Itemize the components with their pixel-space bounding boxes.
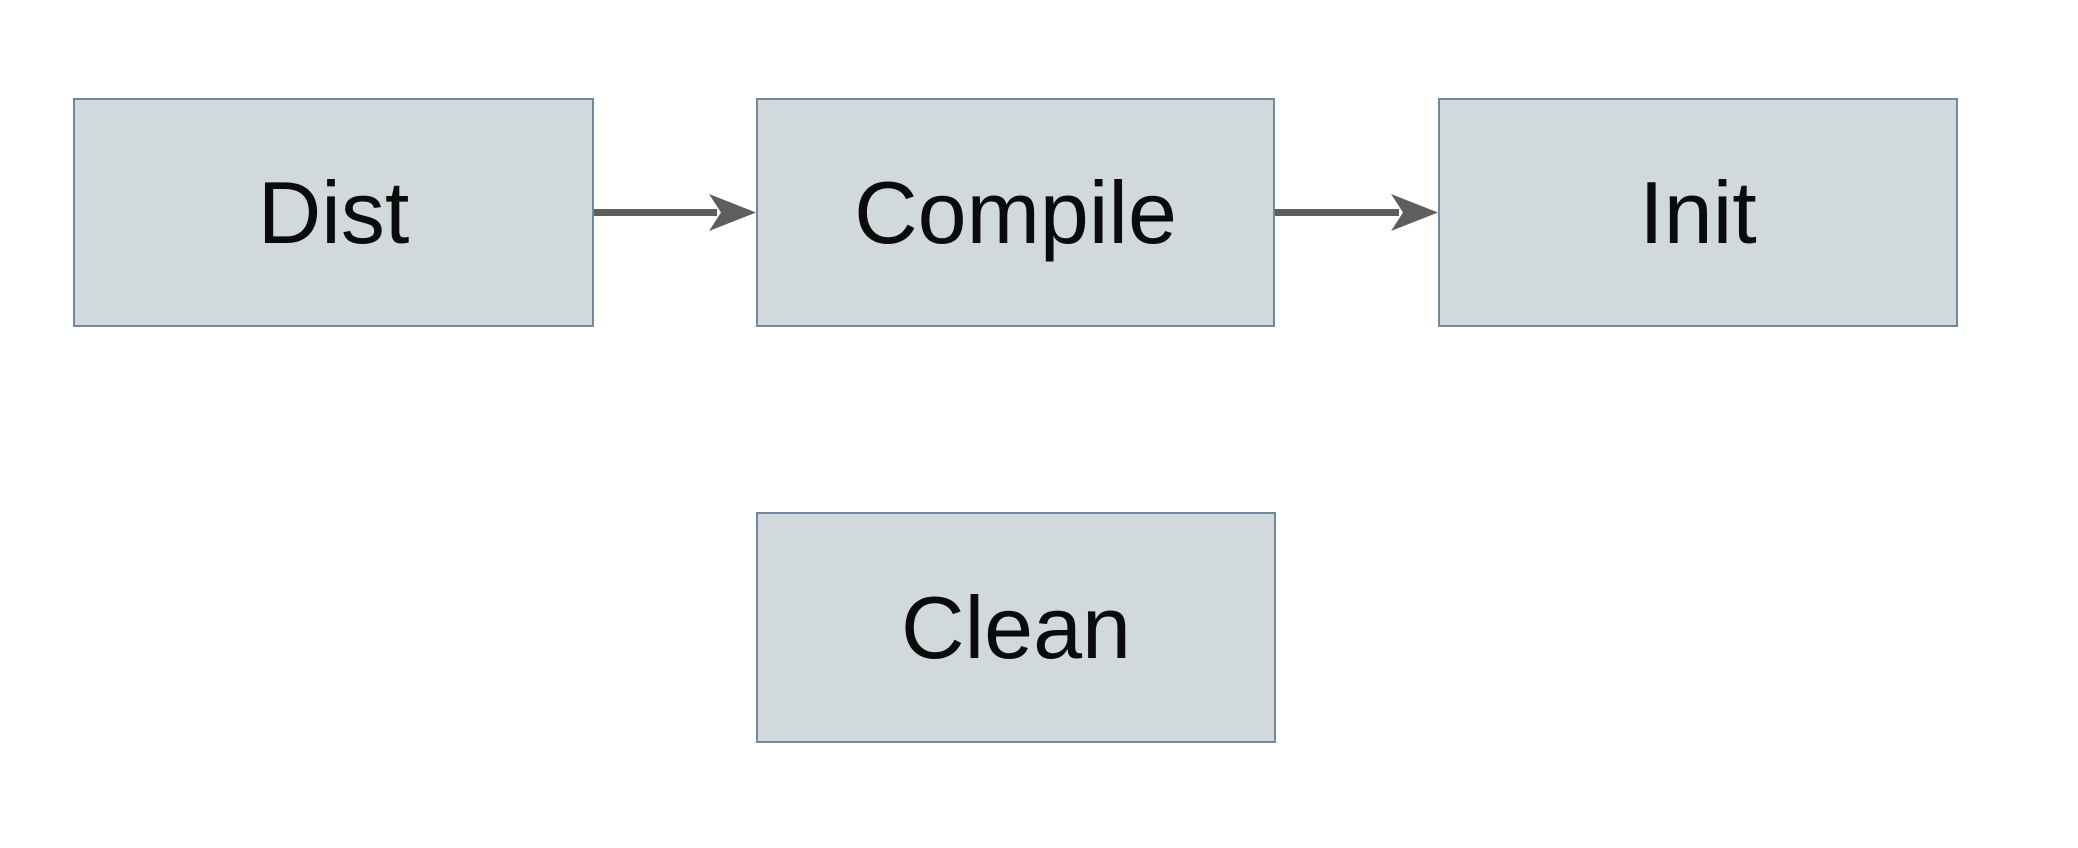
arrow-compile-to-init[interactable]	[1275, 194, 1438, 231]
node-compile-label: Compile	[854, 162, 1177, 262]
node-compile[interactable]: Compile	[756, 98, 1275, 327]
node-dist-label: Dist	[257, 162, 410, 262]
node-init[interactable]: Init	[1438, 98, 1958, 327]
node-clean[interactable]: Clean	[756, 512, 1276, 743]
arrowhead-icon	[709, 194, 756, 231]
arrow-dist-to-compile[interactable]	[594, 194, 756, 231]
node-dist[interactable]: Dist	[73, 98, 594, 327]
node-clean-label: Clean	[901, 577, 1131, 677]
arrowhead-icon	[1391, 194, 1438, 231]
node-init-label: Init	[1639, 162, 1757, 262]
